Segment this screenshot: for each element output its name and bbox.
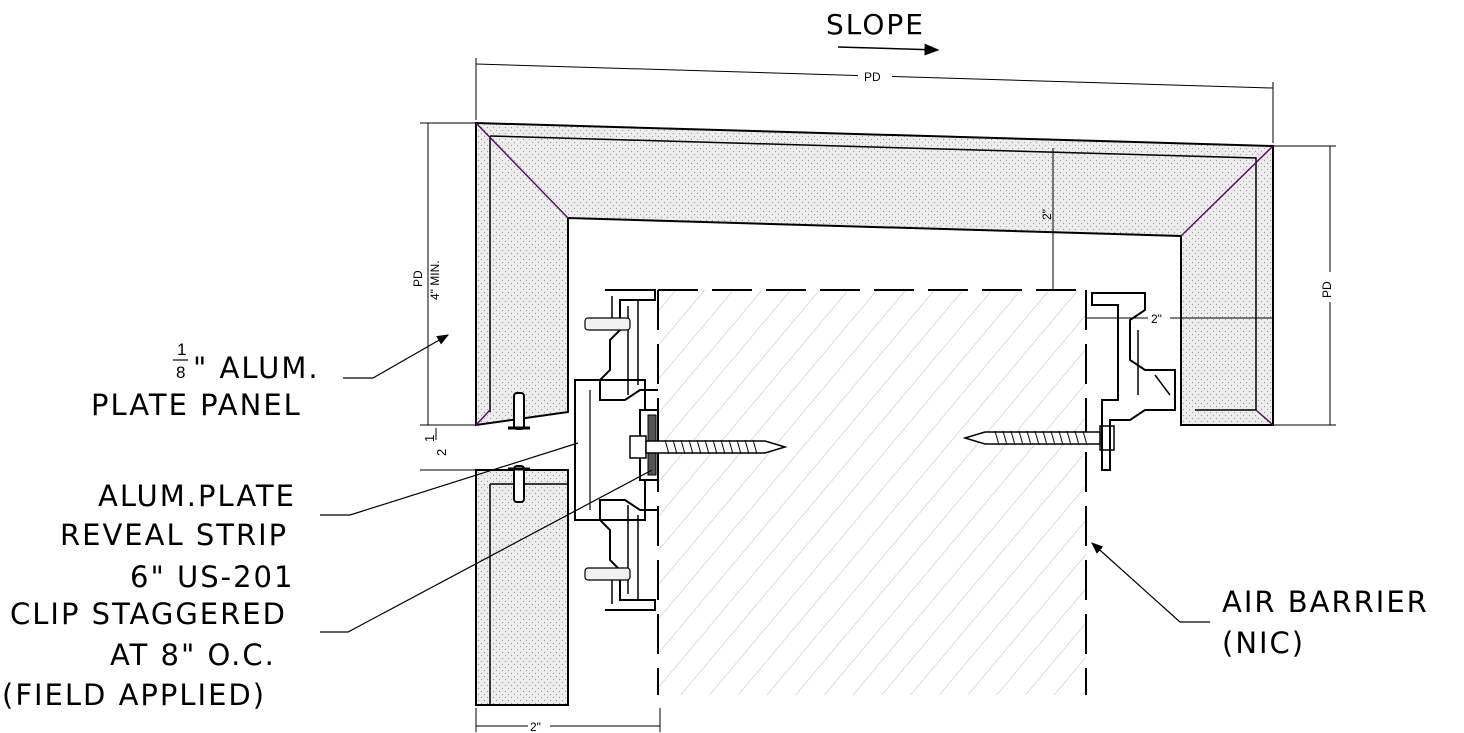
fastener-left-head [629,435,647,459]
dim-top-text-bg [858,69,892,83]
miter-bottom-left [475,409,491,426]
clip-screw-bottom [584,567,631,581]
callout-clip-line2: CLIP STAGGERED [10,597,287,631]
rivet-lower [513,465,525,503]
callout-reveal-line1: ALUM.PLATE [98,479,296,513]
callout-panel-line2: PLATE PANEL [91,388,302,422]
callout-panel-leader [343,334,450,379]
dim-joint-den: 2 [434,449,449,456]
substrate-wall [658,290,1086,695]
miter-bottom-right [1255,409,1274,426]
callout-clip-line3: AT 8" O.C. [110,638,276,672]
dim-right-gap-label: 2" [1151,312,1162,326]
dim-right-gap-bg [1148,311,1170,325]
callout-air-barrier-line1: AIR BARRIER [1222,585,1429,619]
callout-air-barrier-leader [1091,542,1210,623]
dim-joint-num: 1 [422,435,437,442]
fastener-right-thread [994,430,1088,446]
callout-panel-fraction-num: 1 [177,340,186,359]
callout-reveal-leader [320,442,579,516]
dim-bottom-bg [528,720,550,733]
callout-panel-fraction-den: 8 [176,363,185,382]
callout-air-barrier-line2: (NIC) [1222,626,1305,660]
clip-screw-top [584,317,631,331]
callout-panel-line1: " ALUM. [193,351,320,385]
dim-left-min-label: 4" MIN. [428,260,442,300]
callout-clip-leader [320,469,653,633]
dim-right-text-bg [1321,272,1337,302]
coping-panel-inner-outline [489,135,1257,411]
callout-clip-line4: (FIELD APPLIED) [2,678,266,712]
clip-extrusion-right-2 [1137,330,1171,396]
dim-bottom-label: 2" [530,720,541,733]
miter-top-right [1180,145,1274,237]
slope-label: SLOPE [826,8,925,41]
dim-top-label: PD [864,70,881,84]
fastener-left-thread [664,439,758,455]
dim-left-label: PD [411,270,425,287]
wall-panel-lower [475,469,569,706]
callout-reveal-line2: REVEAL STRIP [60,518,288,552]
rivet-upper [513,392,525,430]
clip-extrusion-lower [599,499,658,611]
slope-arrow [837,43,940,56]
fastener-right-shank [962,431,1101,445]
clip-extrusion-upper [599,289,658,401]
callout-clip-line1: 6" US-201 [130,560,294,594]
dim-top-gap-label: 2" [1040,209,1054,220]
miter-top-left [475,122,569,219]
dim-right-label: PD [1320,281,1334,298]
